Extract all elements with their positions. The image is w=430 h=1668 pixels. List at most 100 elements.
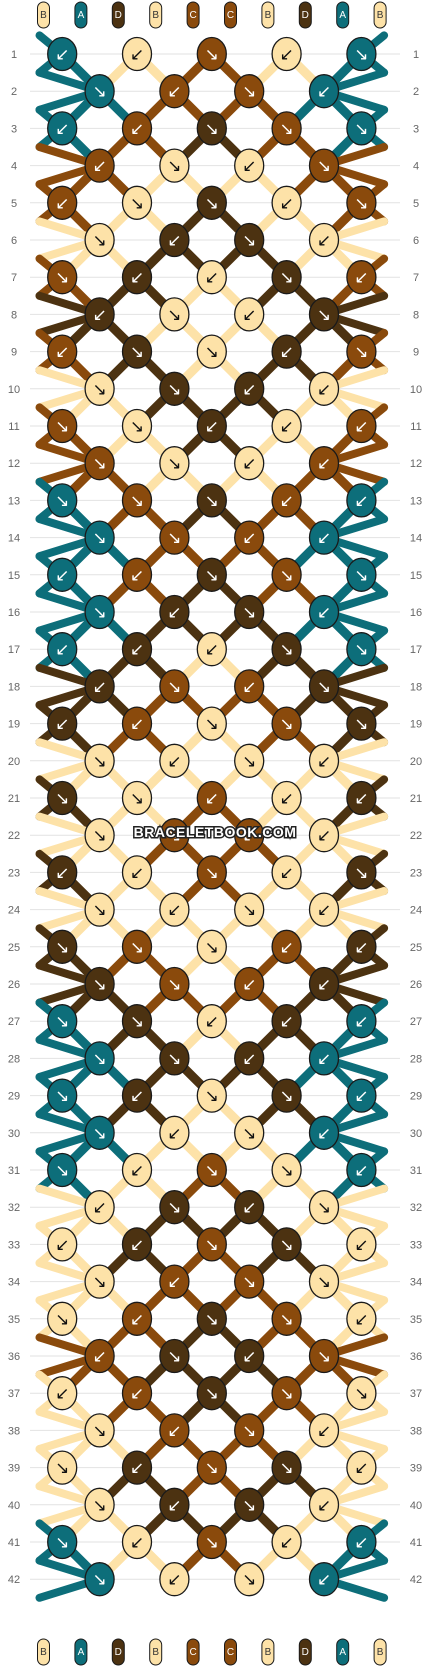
row-number-left: 12 <box>8 458 20 470</box>
strand-label-top: A <box>336 1 350 29</box>
arrow-down-left-icon: ↙ <box>242 305 256 325</box>
knot-shape <box>346 1078 377 1113</box>
row-number-right: 39 <box>410 1463 422 1475</box>
row-number-left: 38 <box>8 1425 20 1437</box>
strand-tab <box>224 1 237 29</box>
knot: ↘ <box>196 111 227 146</box>
knot-shape <box>121 111 153 146</box>
knot: ↘ <box>346 855 377 890</box>
arrow-down-left-icon: ↙ <box>130 863 144 883</box>
arrow-down-right-icon: ↘ <box>279 1161 293 1181</box>
knot: ↘ <box>234 74 265 109</box>
knot: ↘ <box>271 706 302 741</box>
knot: ↘ <box>196 706 227 741</box>
arrow-down-left-icon: ↙ <box>242 529 256 549</box>
knot: ↘ <box>159 966 190 1002</box>
strand-tab <box>298 1638 312 1666</box>
arrow-down-left-icon: ↙ <box>92 157 106 177</box>
knot: ↙ <box>308 1413 340 1448</box>
arrow-down-left-icon: ↙ <box>279 863 293 883</box>
arrow-down-right-icon: ↘ <box>242 231 256 251</box>
arrow-down-right-icon: ↘ <box>130 789 144 809</box>
row-number-left: 41 <box>8 1537 20 1549</box>
knot-grid: ↙↙↘↙↘↘↙↘↙↙↙↘↘↘↙↘↙↘↙↘↘↙↘↘↙↘↙↘↙↙↘↙↙↘↙↘↙↘↘↙… <box>47 36 377 1597</box>
knot-shape <box>196 1450 227 1485</box>
knot-shape <box>346 1450 377 1485</box>
strand-tab <box>336 1638 350 1666</box>
arrow-down-right-icon: ↘ <box>354 640 368 660</box>
row-number-right: 32 <box>410 1202 422 1214</box>
arrow-down-left-icon: ↙ <box>130 1459 144 1479</box>
knot: ↘ <box>47 1524 78 1560</box>
row-number-right: 25 <box>410 942 422 954</box>
knot-shape <box>196 260 227 295</box>
arrow-down-left-icon: ↙ <box>130 566 144 586</box>
knot-shape <box>84 1338 115 1374</box>
strand-label-top: B <box>149 1 163 29</box>
knot-shape <box>234 371 265 406</box>
knot-shape <box>308 1041 340 1076</box>
arrow-down-right-icon: ↘ <box>205 1533 219 1553</box>
knot-shape <box>346 483 377 518</box>
arrow-down-left-icon: ↙ <box>167 82 181 102</box>
arrow-down-right-icon: ↘ <box>205 343 219 363</box>
row-number-left: 34 <box>8 1277 20 1289</box>
knot: ↘ <box>121 185 153 220</box>
knot-shape <box>121 185 153 220</box>
arrow-down-right-icon: ↘ <box>167 1049 181 1069</box>
arrow-down-left-icon: ↙ <box>317 901 331 921</box>
arrow-down-right-icon: ↘ <box>55 938 69 958</box>
arrow-down-left-icon: ↙ <box>279 491 293 511</box>
knot: ↙ <box>308 520 340 555</box>
knot-shape <box>308 1115 340 1150</box>
knot: ↙ <box>47 111 78 146</box>
strand-tab <box>373 1638 387 1666</box>
row-number-left: 8 <box>11 309 17 321</box>
arrow-down-left-icon: ↙ <box>242 826 256 846</box>
arrow-down-left-icon: ↙ <box>317 752 331 772</box>
knot-shape <box>159 1264 190 1299</box>
knot-shape <box>84 371 115 406</box>
knot: ↘ <box>196 1078 227 1113</box>
arrow-down-right-icon: ↘ <box>354 194 368 214</box>
knot: ↙ <box>84 1338 115 1374</box>
arrow-down-left-icon: ↙ <box>55 1384 69 1404</box>
knot: ↙ <box>308 74 340 109</box>
arrow-down-right-icon: ↘ <box>279 1087 293 1107</box>
arrow-down-right-icon: ↘ <box>167 826 181 846</box>
row-number-right: 5 <box>413 198 419 210</box>
knot: ↘ <box>84 1264 115 1299</box>
arrow-down-right-icon: ↘ <box>55 789 69 809</box>
arrow-down-right-icon: ↘ <box>167 305 181 325</box>
knot-shape <box>47 111 78 146</box>
knot-shape <box>159 1115 190 1150</box>
knot: ↙ <box>346 483 377 518</box>
arrow-down-right-icon: ↘ <box>55 1459 69 1479</box>
knot-shape <box>234 148 265 183</box>
knot: ↘ <box>196 1227 227 1262</box>
strand-letter: B <box>40 10 47 21</box>
knot-shape <box>121 408 153 444</box>
knot: ↙ <box>234 446 265 481</box>
arrow-down-right-icon: ↘ <box>354 863 368 883</box>
strand-label-top: C <box>224 1 237 29</box>
row-number-right: 29 <box>410 1091 422 1103</box>
knot-shape <box>308 818 340 853</box>
row-number-right: 23 <box>410 867 422 879</box>
knot-shape <box>271 1004 302 1039</box>
knot: ↙ <box>121 260 153 295</box>
knot: ↙ <box>47 334 78 369</box>
arrow-down-right-icon: ↘ <box>130 417 144 437</box>
arrow-down-right-icon: ↘ <box>242 752 256 772</box>
strand-tab <box>224 1638 237 1666</box>
strand-tab <box>373 1 387 29</box>
knot-shape <box>121 483 153 518</box>
arrow-down-left-icon: ↙ <box>167 231 181 251</box>
strand-tab <box>336 1 350 29</box>
knot: ↙ <box>346 1152 377 1188</box>
row-number-left: 16 <box>8 607 20 619</box>
knot-shape <box>346 706 377 741</box>
arrow-down-left-icon: ↙ <box>167 901 181 921</box>
knot-shape <box>308 669 340 704</box>
knot: ↙ <box>121 36 153 72</box>
